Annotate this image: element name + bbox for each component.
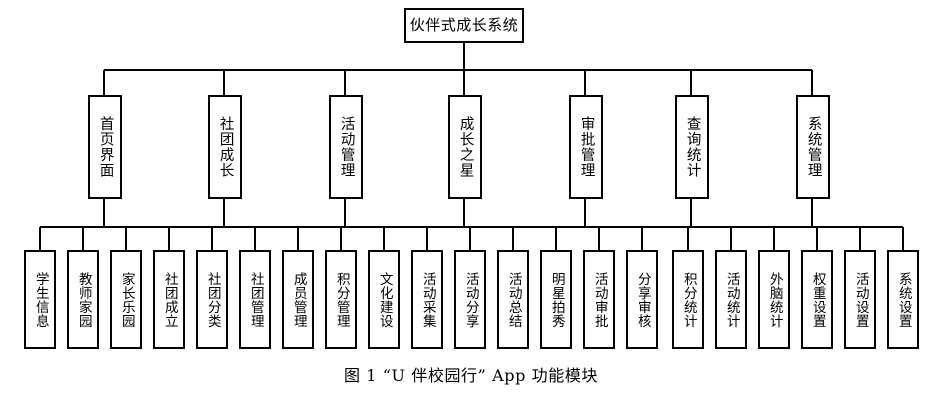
node-feature-activity-statistics[interactable]: 活动统计 [715, 250, 747, 349]
node-feature-label: 外脑统计 [766, 271, 783, 328]
node-feature-star-show[interactable]: 明星拍秀 [540, 250, 572, 349]
node-feature-label: 活动设置 [852, 271, 869, 328]
node-module-label: 审批管理 [578, 116, 595, 178]
node-module-label: 成长之星 [457, 116, 474, 178]
node-feature-club-category[interactable]: 社团分类 [196, 250, 228, 349]
node-feature-culture-construction[interactable]: 文化建设 [368, 250, 400, 349]
node-feature-weight-settings[interactable]: 权重设置 [801, 250, 833, 349]
node-module-label: 首页界面 [97, 116, 114, 178]
node-feature-label: 社团成立 [161, 271, 178, 328]
node-feature-teacher-home[interactable]: 教师家园 [67, 250, 99, 349]
node-feature-label: 活动总结 [505, 271, 522, 328]
node-module-activity-management[interactable]: 活动管理 [329, 95, 363, 199]
node-module-label: 社团成长 [217, 116, 234, 178]
node-feature-label: 系统设置 [895, 271, 912, 328]
node-feature-label: 分享审核 [634, 271, 651, 328]
node-feature-label: 活动审批 [591, 271, 608, 328]
node-feature-student-info[interactable]: 学生信息 [24, 250, 56, 349]
node-feature-label: 社团管理 [247, 271, 264, 328]
node-feature-activity-share[interactable]: 活动分享 [454, 250, 486, 349]
node-feature-system-settings[interactable]: 系统设置 [887, 250, 919, 349]
node-feature-label: 活动分享 [462, 271, 479, 328]
node-feature-member-management[interactable]: 成员管理 [282, 250, 314, 349]
node-feature-label: 积分统计 [680, 271, 697, 328]
node-feature-label: 活动统计 [723, 271, 740, 328]
node-feature-label: 教师家园 [75, 271, 92, 328]
node-root-system[interactable]: 伙伴式成长系统 [404, 8, 524, 43]
node-feature-external-brain-statistics[interactable]: 外脑统计 [758, 250, 790, 349]
node-feature-parent-park[interactable]: 家长乐园 [110, 250, 142, 349]
node-feature-label: 家长乐园 [118, 271, 135, 328]
node-module-label: 查询统计 [684, 116, 701, 178]
node-feature-label: 文化建设 [376, 271, 393, 328]
node-feature-label: 成员管理 [290, 271, 307, 328]
node-module-growth-star[interactable]: 成长之星 [448, 95, 482, 199]
node-feature-points-management[interactable]: 积分管理 [325, 250, 357, 349]
node-module-approval-management[interactable]: 审批管理 [569, 95, 603, 199]
node-feature-label: 活动采集 [419, 271, 436, 328]
node-feature-activity-approval[interactable]: 活动审批 [583, 250, 615, 349]
node-feature-share-review[interactable]: 分享审核 [626, 250, 658, 349]
node-feature-points-statistics[interactable]: 积分统计 [672, 250, 704, 349]
node-feature-activity-summary[interactable]: 活动总结 [497, 250, 529, 349]
node-feature-activity-collection[interactable]: 活动采集 [411, 250, 443, 349]
node-feature-label: 权重设置 [809, 271, 826, 328]
node-feature-label: 社团分类 [204, 271, 221, 328]
node-module-label: 活动管理 [338, 116, 355, 178]
figure-caption: 图 1 “U 伴校园行” App 功能模块 [343, 366, 599, 385]
node-module-club-growth[interactable]: 社团成长 [208, 95, 242, 199]
node-feature-label: 积分管理 [333, 271, 350, 328]
node-module-home[interactable]: 首页界面 [88, 95, 122, 199]
node-root-label: 伙伴式成长系统 [409, 16, 519, 34]
node-feature-activity-settings[interactable]: 活动设置 [844, 250, 876, 349]
node-module-system-management[interactable]: 系统管理 [796, 95, 830, 199]
node-feature-club-establish[interactable]: 社团成立 [153, 250, 185, 349]
node-module-label: 系统管理 [805, 116, 822, 178]
node-feature-label: 学生信息 [32, 271, 49, 328]
node-feature-label: 明星拍秀 [548, 271, 565, 328]
node-module-query-statistics[interactable]: 查询统计 [675, 95, 709, 199]
node-feature-club-management[interactable]: 社团管理 [239, 250, 271, 349]
